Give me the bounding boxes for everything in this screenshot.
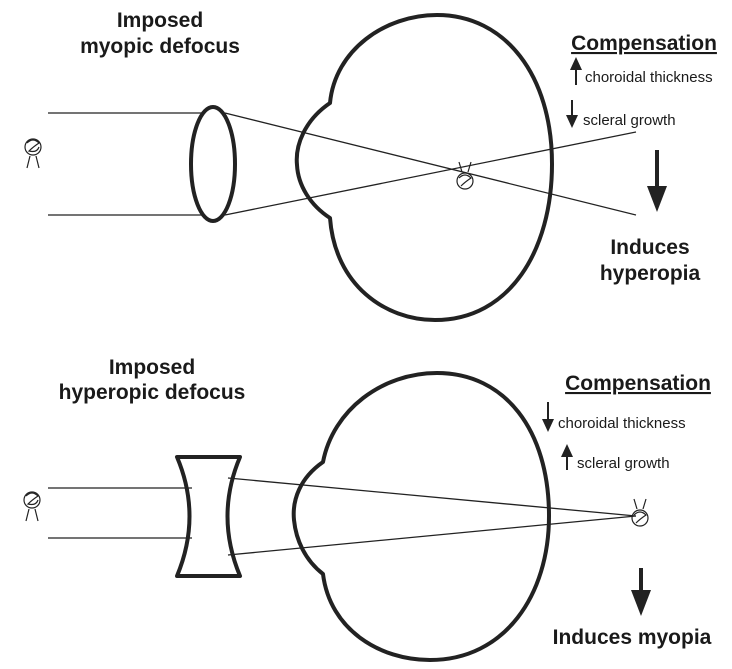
- top-comp-item2: scleral growth: [583, 112, 676, 129]
- top-result-line2: hyperopia: [600, 262, 701, 285]
- top-ray-upper-refracted: [225, 113, 636, 215]
- bottom-image-icon: [632, 499, 648, 526]
- top-arrow-up-icon: [570, 57, 582, 85]
- bottom-compensation-heading: Compensation: [565, 372, 711, 395]
- bottom-ray-lower-refracted: [228, 516, 636, 555]
- top-result-line1: Induces: [610, 236, 689, 259]
- bottom-title-line2: hyperopic defocus: [59, 381, 246, 404]
- top-comp-item1: choroidal thickness: [585, 69, 713, 86]
- bottom-arrow-up-icon: [561, 444, 573, 470]
- top-result-arrow-down-icon: [647, 150, 667, 212]
- bottom-concave-lens: [177, 457, 240, 576]
- top-object-icon: [25, 139, 41, 168]
- bottom-object-icon: [24, 492, 40, 521]
- bottom-panel: Imposed hyperopic defocus Compensation: [24, 356, 712, 660]
- bottom-ray-upper-refracted: [228, 478, 636, 516]
- top-title-line1: Imposed: [117, 9, 203, 32]
- top-arrow-down-icon: [566, 100, 578, 128]
- top-ray-lower-refracted: [225, 132, 636, 215]
- bottom-result-arrow-down-icon: [631, 568, 651, 616]
- top-title-line2: myopic defocus: [80, 35, 240, 58]
- bottom-title-line1: Imposed: [109, 356, 195, 379]
- top-convex-lens: [191, 107, 235, 221]
- bottom-eye-outline: [294, 373, 549, 660]
- bottom-comp-item1: choroidal thickness: [558, 415, 686, 432]
- top-compensation-heading: Compensation: [571, 32, 717, 55]
- top-eye-outline: [297, 15, 552, 320]
- bottom-arrow-down-icon: [542, 402, 554, 432]
- bottom-result-line1: Induces myopia: [553, 626, 712, 649]
- top-panel: Imposed myopic defocus Compensation: [25, 9, 717, 320]
- bottom-comp-item2: scleral growth: [577, 455, 670, 472]
